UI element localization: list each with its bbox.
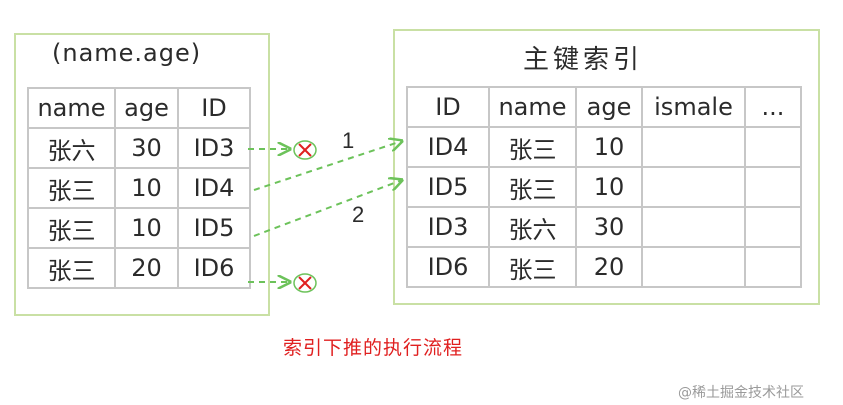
table-row: ID4 张三 10 xyxy=(406,126,802,168)
table-row: 张三 10 ID5 xyxy=(27,207,251,249)
watermark: @稀土掘金技术社区 xyxy=(678,385,804,401)
primary-index-table: ID name age ismale ... ID4 张三 10 ID5 张三 … xyxy=(406,86,802,288)
table-header-row: name age ID xyxy=(27,87,251,129)
diagram-caption: 索引下推的执行流程 xyxy=(283,337,464,359)
table-cell: 张三 xyxy=(488,166,577,208)
table-row: ID5 张三 10 xyxy=(406,166,802,208)
table-cell: 30 xyxy=(575,206,643,248)
lookup-arrow-2 xyxy=(253,180,402,237)
column-header: name xyxy=(27,87,116,129)
table-cell: 20 xyxy=(575,246,643,288)
lookup-arrow-1 xyxy=(253,141,402,191)
table-cell: ID4 xyxy=(406,126,490,168)
table-cell xyxy=(744,126,802,168)
table-cell: 10 xyxy=(114,167,179,209)
column-header: age xyxy=(575,86,643,128)
column-header: ismale xyxy=(641,86,746,128)
table-cell xyxy=(641,246,746,288)
table-cell: ID4 xyxy=(177,167,251,209)
table-header-row: ID name age ismale ... xyxy=(406,86,802,128)
table-row: 张六 30 ID3 xyxy=(27,127,251,169)
primary-index-title: 主键索引 xyxy=(523,45,644,75)
table-cell: 10 xyxy=(114,207,179,249)
primary-index-panel: 主键索引 ID name age ismale ... ID4 张三 10 ID… xyxy=(393,29,820,305)
table-cell: 张三 xyxy=(488,246,577,288)
secondary-index-title: (name.age) xyxy=(52,39,202,67)
table-cell xyxy=(641,126,746,168)
table-cell: 张六 xyxy=(27,127,116,169)
column-header: ID xyxy=(177,87,251,129)
reject-mark-icon xyxy=(293,140,317,160)
table-cell: ID3 xyxy=(406,206,490,248)
table-cell: ID3 xyxy=(177,127,251,169)
table-cell: 张三 xyxy=(488,126,577,168)
table-cell: ID5 xyxy=(406,166,490,208)
arrow-label-1: 1 xyxy=(342,128,354,153)
table-cell xyxy=(641,206,746,248)
table-cell: 30 xyxy=(114,127,179,169)
table-cell: 20 xyxy=(114,247,179,289)
column-header: ... xyxy=(744,86,802,128)
table-cell: 张三 xyxy=(27,247,116,289)
table-cell xyxy=(744,246,802,288)
table-cell xyxy=(641,166,746,208)
secondary-index-panel: (name.age) name age ID 张六 30 ID3 张三 10 I… xyxy=(14,33,270,316)
table-cell: ID5 xyxy=(177,207,251,249)
column-header: name xyxy=(488,86,577,128)
reject-mark-icon xyxy=(293,273,317,293)
table-row: 张三 10 ID4 xyxy=(27,167,251,209)
table-cell xyxy=(744,206,802,248)
table-row: ID6 张三 20 xyxy=(406,246,802,288)
secondary-index-table: name age ID 张六 30 ID3 张三 10 ID4 张三 10 ID… xyxy=(27,87,251,289)
arrow-label-2: 2 xyxy=(352,202,364,227)
table-cell: 10 xyxy=(575,126,643,168)
table-row: 张三 20 ID6 xyxy=(27,247,251,289)
table-row: ID3 张六 30 xyxy=(406,206,802,248)
table-cell: 张六 xyxy=(488,206,577,248)
table-cell: 张三 xyxy=(27,207,116,249)
table-cell xyxy=(744,166,802,208)
table-cell: ID6 xyxy=(406,246,490,288)
column-header: age xyxy=(114,87,179,129)
table-cell: 10 xyxy=(575,166,643,208)
table-cell: 张三 xyxy=(27,167,116,209)
table-cell: ID6 xyxy=(177,247,251,289)
column-header: ID xyxy=(406,86,490,128)
